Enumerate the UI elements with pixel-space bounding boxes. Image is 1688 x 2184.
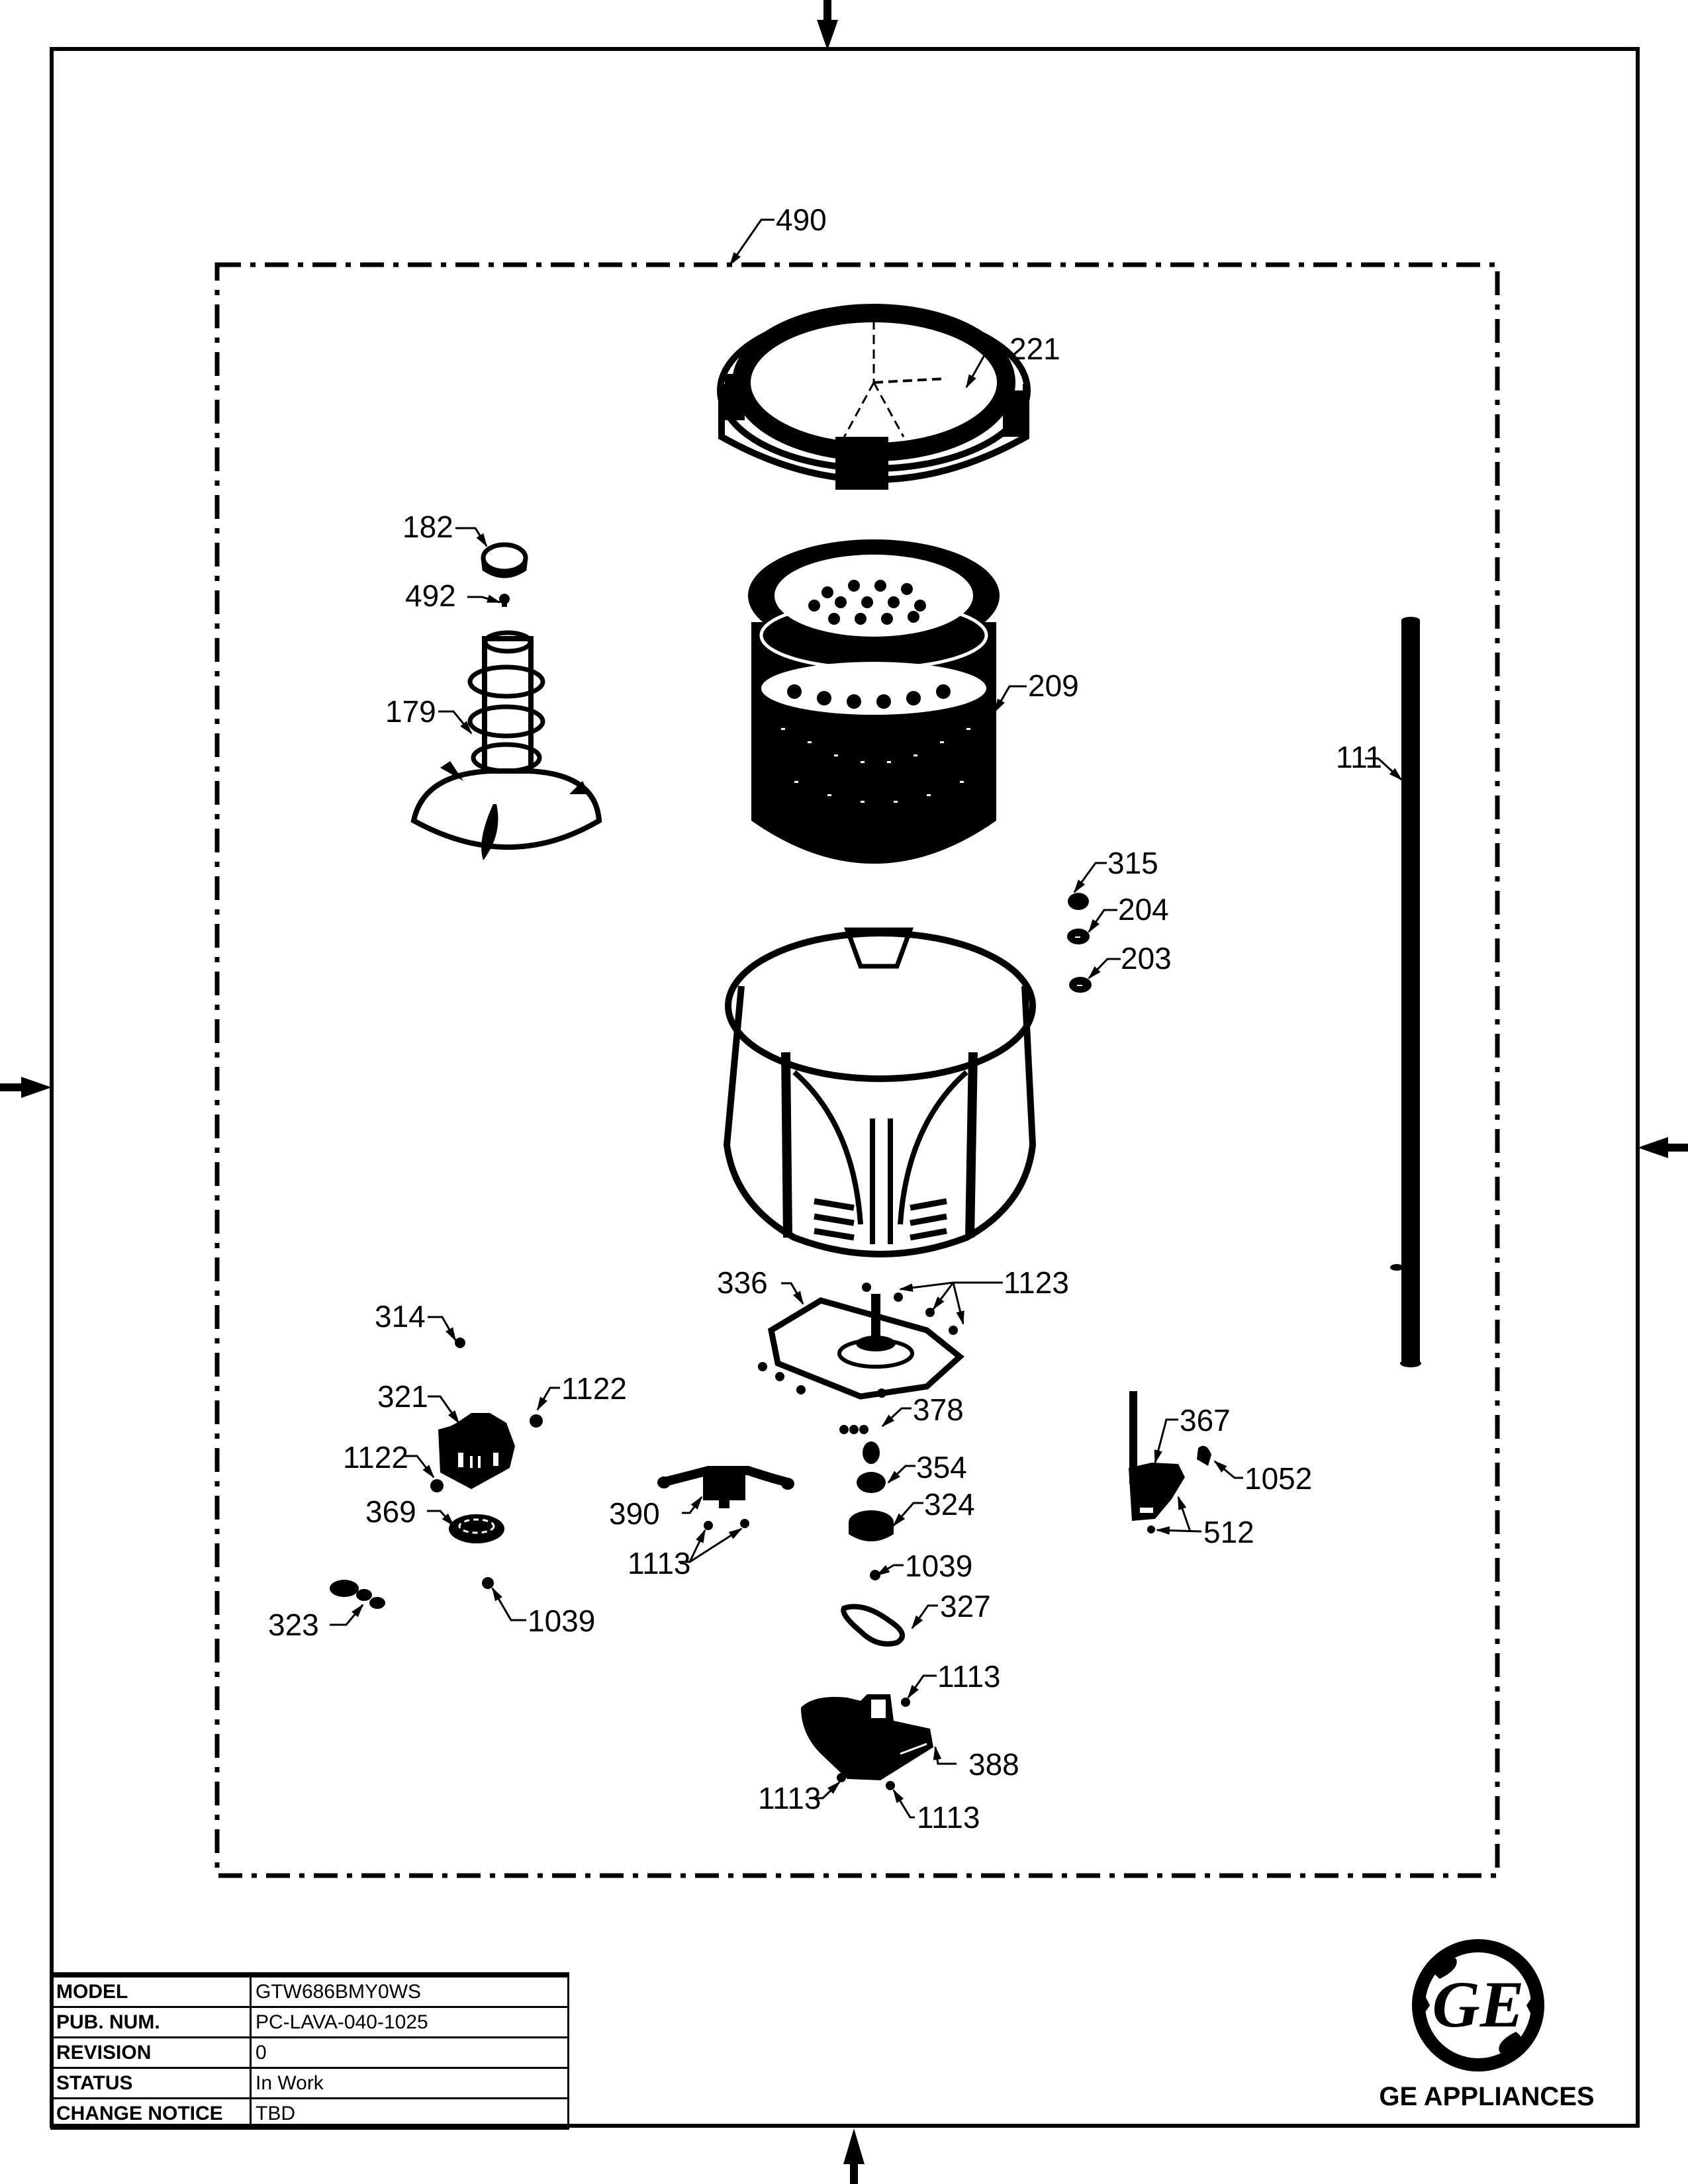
part-182-agitator-cap[interactable]	[481, 542, 528, 578]
part-369-capacitor[interactable]	[449, 1514, 504, 1543]
callout-221: 221	[1009, 332, 1060, 366]
part-323-wire-harness[interactable]	[330, 1580, 385, 1609]
svg-text:GE: GE	[1432, 1968, 1524, 2041]
title-block: MODEL GTW686BMY0WS PUB. NUM. PC-LAVA-040…	[50, 1972, 569, 2130]
part-390-pump[interactable]	[657, 1466, 794, 1530]
part-179-agitator[interactable]	[410, 630, 602, 860]
sheet-border	[50, 47, 1640, 2128]
change-notice-value: TBD	[250, 2097, 569, 2130]
part-1122-screw-a[interactable]	[530, 1414, 543, 1428]
pub-num-value: PC-LAVA-040-1025	[250, 2006, 569, 2038]
part-378[interactable]	[863, 1441, 880, 1464]
status-value: In Work	[250, 2067, 569, 2099]
callout-321: 321	[377, 1379, 428, 1414]
callout-323: 323	[268, 1608, 319, 1642]
callout-1113-d: 1113	[917, 1800, 980, 1835]
part-321-motor[interactable]	[438, 1413, 515, 1489]
part-1039-fastener-b[interactable]	[482, 1577, 494, 1589]
callout-315: 315	[1107, 846, 1158, 880]
part-315[interactable]	[1068, 893, 1089, 910]
part-336-mounting-plate[interactable]	[758, 1283, 964, 1434]
part-221-tub-cover[interactable]	[717, 304, 1031, 490]
part-492-bolt[interactable]	[499, 594, 510, 607]
callout-179: 179	[385, 694, 436, 729]
callout-1122-b: 1122	[343, 1440, 408, 1475]
callout-1122-a: 1122	[561, 1371, 627, 1406]
revision-label: REVISION	[50, 2036, 252, 2069]
change-notice-label: CHANGE NOTICE	[50, 2097, 252, 2130]
title-block-row: CHANGE NOTICE TBD	[50, 2097, 569, 2130]
part-1052[interactable]	[1197, 1445, 1211, 1466]
part-1113-screw-b[interactable]	[901, 1698, 910, 1707]
callout-203: 203	[1121, 941, 1172, 976]
callout-390: 390	[609, 1496, 660, 1531]
callout-492: 492	[405, 578, 456, 613]
title-block-row: PUB. NUM. PC-LAVA-040-1025	[50, 2006, 569, 2038]
assembly-boundary	[214, 262, 1500, 1878]
callout-336: 336	[717, 1265, 768, 1300]
callout-327: 327	[940, 1589, 991, 1623]
part-388-shifter[interactable]	[801, 1694, 933, 1780]
part-1113-screw-c[interactable]	[837, 1773, 846, 1782]
revision-value: 0	[250, 2036, 569, 2069]
model-label: MODEL	[50, 1972, 252, 2008]
part-354[interactable]	[857, 1472, 886, 1493]
part-203-washer[interactable]	[1069, 977, 1092, 993]
part-1113-screw-d[interactable]	[886, 1781, 895, 1790]
centering-arrow-left	[0, 1077, 52, 1098]
part-outer-tub[interactable]	[723, 927, 1037, 1257]
part-327-belt[interactable]	[841, 1604, 905, 1647]
callout-204: 204	[1118, 892, 1169, 927]
part-314[interactable]	[455, 1338, 465, 1348]
part-324-pulley[interactable]	[849, 1510, 894, 1541]
pub-num-label: PUB. NUM.	[50, 2006, 252, 2038]
part-209-basket[interactable]	[748, 539, 1000, 864]
title-block-row: STATUS In Work	[50, 2067, 569, 2099]
brand-name: GE APPLIANCES	[1379, 2082, 1595, 2111]
callout-354: 354	[916, 1450, 967, 1484]
callout-1039-b: 1039	[528, 1604, 595, 1638]
centering-arrow-right	[1638, 1137, 1688, 1158]
part-1122-screw-b[interactable]	[430, 1479, 444, 1492]
status-label: STATUS	[50, 2067, 252, 2099]
callout-388: 388	[968, 1747, 1019, 1782]
callout-1113-b: 1113	[937, 1659, 1001, 1694]
model-value: GTW686BMY0WS	[250, 1972, 569, 2008]
callout-1052: 1052	[1244, 1461, 1312, 1496]
callout-324: 324	[924, 1487, 975, 1522]
callout-490: 490	[776, 203, 827, 237]
callout-1113-a: 1113	[628, 1546, 691, 1580]
callout-1039-a: 1039	[905, 1549, 972, 1583]
title-block-row: REVISION 0	[50, 2036, 569, 2069]
callout-512: 512	[1203, 1515, 1254, 1549]
centering-arrow-bottom	[843, 2128, 865, 2184]
callout-378: 378	[913, 1392, 964, 1427]
title-block-row: MODEL GTW686BMY0WS	[50, 1972, 569, 2008]
callout-369: 369	[365, 1494, 416, 1529]
callout-111: 111	[1336, 740, 1382, 774]
part-512-screw[interactable]	[1147, 1525, 1155, 1533]
centering-arrow-top	[817, 0, 838, 50]
part-111-suspension-rod[interactable]	[1390, 617, 1421, 1367]
callout-367: 367	[1180, 1403, 1231, 1437]
callout-182: 182	[402, 510, 453, 544]
callout-209: 209	[1028, 668, 1079, 703]
part-204-washer[interactable]	[1067, 929, 1090, 944]
callout-314: 314	[375, 1299, 426, 1334]
callout-1113-c: 1113	[758, 1781, 821, 1815]
part-367-water-valve[interactable]	[1129, 1391, 1185, 1521]
callout-1123: 1123	[1004, 1265, 1069, 1300]
ge-monogram-logo-icon: GE	[1412, 1939, 1544, 2071]
leader-lines	[330, 218, 1403, 1819]
